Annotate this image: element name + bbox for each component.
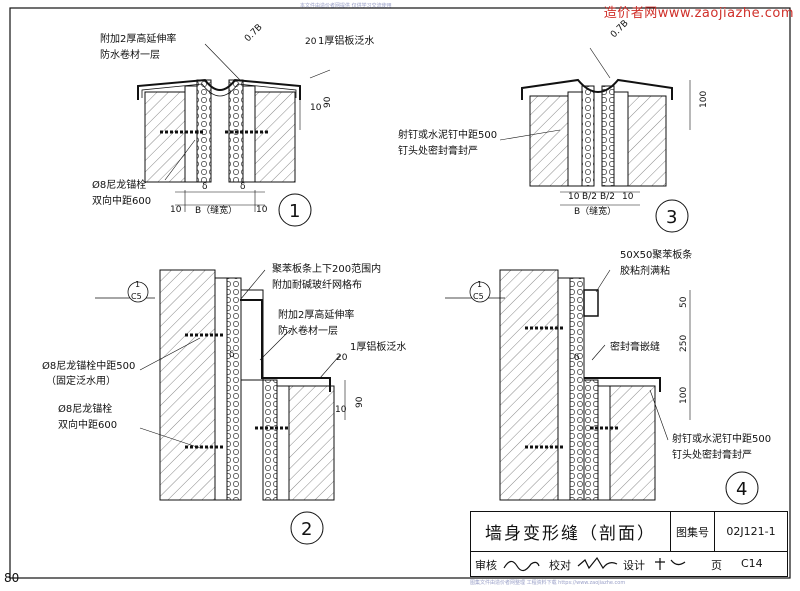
d4-number: 4 — [736, 479, 747, 500]
d4-dim-50: 50 — [679, 296, 689, 308]
title-block: 墙身变形缝（剖面） 图集号 02J121-1 审核 校对 设计 页 C14 — [470, 511, 788, 577]
page-number: 80 — [4, 571, 20, 585]
d2-anchor-a1: Ø8尼龙锚栓中距500 — [42, 359, 135, 372]
d2-anchor-a2: （固定泛水用） — [46, 374, 116, 387]
d4-label-c2: 钉头处密封膏封严 — [672, 448, 752, 461]
d2-dim-10: 10 — [335, 405, 347, 415]
d1-label-top-left-1: 附加2厚高延伸率 — [100, 32, 176, 45]
atlas-label: 图集号 — [671, 512, 715, 552]
detail-3: 0.7B 100 射钉或水泥钉中距500 钉头处密封膏封严 10 B/2 B/2… — [398, 19, 709, 233]
d1-dim-b: B（缝宽） — [195, 204, 237, 216]
d3-dim-10a: 10 — [568, 192, 580, 202]
d1-dim-10: 10 — [310, 103, 322, 113]
d2-anchor-b2: 双向中距600 — [58, 418, 117, 431]
faint-top-text: 本文件由造价者网提供 仅供学习交流使用 — [300, 3, 392, 9]
d1-dim-left-10: 10 — [170, 205, 182, 215]
d4-label-b: 密封膏嵌缝 — [610, 340, 660, 353]
design-label: 设计 — [623, 559, 645, 572]
atlas-value: 02J121-1 — [715, 512, 787, 552]
d3-dim-b: B（缝宽） — [574, 205, 616, 217]
sheet-frame — [9, 7, 791, 579]
d3-dim-10b: 10 — [622, 192, 634, 202]
d2-label-a2: 附加耐碱玻纤网格布 — [272, 278, 362, 291]
d3-dim-b2a: B/2 — [582, 192, 597, 202]
d1-dim-20: 20 — [305, 37, 317, 47]
title-block-signatures: 审核 校对 设计 页 C14 — [471, 552, 787, 576]
check-signature — [577, 556, 618, 570]
d1-dim-right-10: 10 — [256, 205, 268, 215]
d2-delta: δ — [229, 350, 235, 360]
check-label: 校对 — [549, 559, 571, 572]
d1-delta-a: δ — [202, 182, 208, 192]
d4-ref-circle — [469, 281, 491, 303]
d3-number-circle — [655, 199, 689, 233]
d1-label-top-left-2: 防水卷材一层 — [100, 48, 160, 61]
design-signature — [655, 558, 686, 570]
d4-ref-top: 1 — [477, 280, 482, 289]
d2-dim-90: 90 — [355, 396, 365, 408]
d2-number: 2 — [301, 519, 312, 540]
d1-number: 1 — [289, 201, 300, 222]
d3-dim-100: 100 — [699, 91, 709, 108]
d4-dim-100: 100 — [679, 387, 689, 404]
d4-label-a2: 胶粘剂满粘 — [620, 264, 670, 277]
d4-dim-250: 250 — [679, 335, 689, 352]
drawing-title: 墙身变形缝（剖面） — [471, 512, 671, 552]
d2-label-c: 1厚铝板泛水 — [350, 340, 406, 353]
page-label: 页 — [711, 559, 722, 572]
d2-anchor-b1: Ø8尼龙锚栓 — [58, 402, 112, 415]
d2-number-circle — [290, 511, 324, 545]
d4-number-circle — [725, 471, 759, 505]
d2-label-a1: 聚苯板条上下200范围内 — [272, 262, 381, 275]
d4-ref-bottom: C5 — [473, 292, 484, 301]
faint-bottom-text: 图集文件由造价者网整理 工程资料下载 https://www.zaojiazhe… — [470, 580, 626, 586]
site-watermark: 造价者网www.zaojiazhe.com — [603, 6, 794, 21]
d2-label-b2: 防水卷材一层 — [278, 324, 338, 337]
d1-dim-07b: 0.7B — [243, 23, 265, 45]
page-value: C14 — [741, 557, 763, 570]
d1-dim-90: 90 — [323, 96, 333, 108]
d1-anchor-2: 双向中距600 — [92, 194, 151, 207]
d2-ref-top: 1 — [135, 280, 140, 289]
d3-dim-07b: 0.7B — [609, 19, 631, 41]
d2-label-b1: 附加2厚高延伸率 — [278, 308, 354, 321]
d2-ref-circle — [127, 281, 149, 303]
d4-label-a1: 50X50聚苯板条 — [620, 248, 692, 261]
d1-anchor-1: Ø8尼龙锚栓 — [92, 178, 146, 191]
d1-number-circle — [278, 193, 312, 227]
detail-1: 附加2厚高延伸率 防水卷材一层 1厚铝板泛水 0.7B 20 10 90 Ø8尼… — [92, 23, 374, 227]
d1-delta-b: δ — [240, 182, 246, 192]
review-signature — [503, 560, 540, 572]
d3-label-1: 射钉或水泥钉中距500 — [398, 128, 497, 141]
d2-ref-bottom: C5 — [131, 292, 142, 301]
d4-label-c1: 射钉或水泥钉中距500 — [672, 432, 771, 445]
review-label: 审核 — [475, 559, 497, 572]
d1-label-top-right: 1厚铝板泛水 — [318, 34, 374, 47]
d3-dim-b2b: B/2 — [600, 192, 615, 202]
d3-label-2: 钉头处密封膏封严 — [398, 144, 478, 157]
detail-2: 1 C5 聚苯板条上下200范围内 附加耐碱玻纤网格布 附加2厚高延伸率 防水卷… — [42, 262, 406, 545]
d3-number: 3 — [666, 207, 677, 228]
detail-4: 1 C5 50X50聚苯板条 胶粘剂满粘 密封膏嵌缝 射钉或水泥钉中距500 钉… — [445, 248, 771, 505]
d4-delta: δ — [574, 353, 580, 363]
d2-dim-20: 20 — [336, 353, 348, 363]
